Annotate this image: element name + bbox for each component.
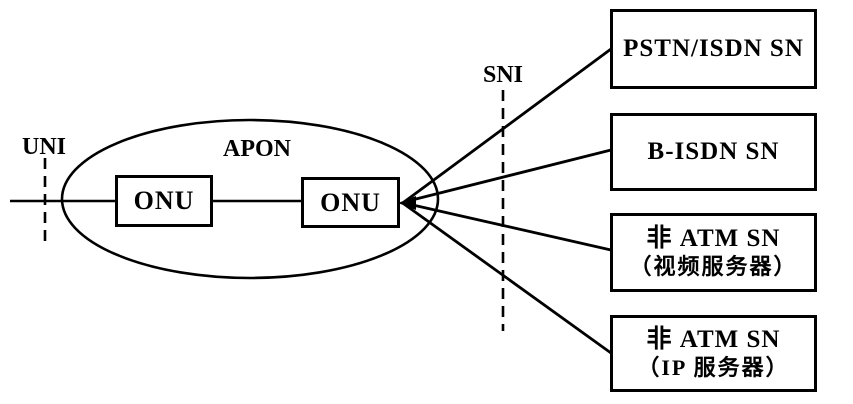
service-link-pstn-isdn	[403, 47, 612, 204]
apon-label: APON	[223, 136, 291, 162]
service-node-non-atm-ip: 非 ATM SN （IP 服务器）	[610, 315, 817, 392]
onu-node-1-label: ONU	[133, 186, 195, 216]
arrowhead-icon	[398, 196, 416, 210]
onu-node-1: ONU	[115, 175, 213, 227]
apon-ellipse	[60, 118, 440, 280]
service-link-non-atm-video	[403, 201, 612, 252]
service-node-pstn-isdn-label: PSTN/ISDN SN	[623, 34, 804, 62]
service-node-b-isdn: B-ISDN SN	[610, 113, 817, 191]
service-link-b-isdn	[403, 148, 612, 204]
sni-label: SNI	[482, 62, 524, 88]
service-link-non-atm-ip	[403, 202, 612, 355]
service-node-non-atm-ip-sublabel: （IP 服务器）	[637, 355, 790, 381]
service-node-non-atm-ip-label: 非 ATM SN	[646, 326, 781, 354]
service-node-pstn-isdn: PSTN/ISDN SN	[610, 9, 817, 89]
onu-node-2-label: ONU	[320, 187, 381, 217]
uni-label: UNI	[21, 134, 66, 160]
service-node-non-atm-video: 非 ATM SN （视频服务器）	[610, 213, 817, 292]
service-node-non-atm-video-sublabel: （视频服务器）	[629, 254, 798, 280]
onu-node-2: ONU	[301, 177, 400, 228]
service-node-b-isdn-label: B-ISDN SN	[647, 137, 780, 165]
service-node-non-atm-video-label: 非 ATM SN	[646, 225, 781, 253]
